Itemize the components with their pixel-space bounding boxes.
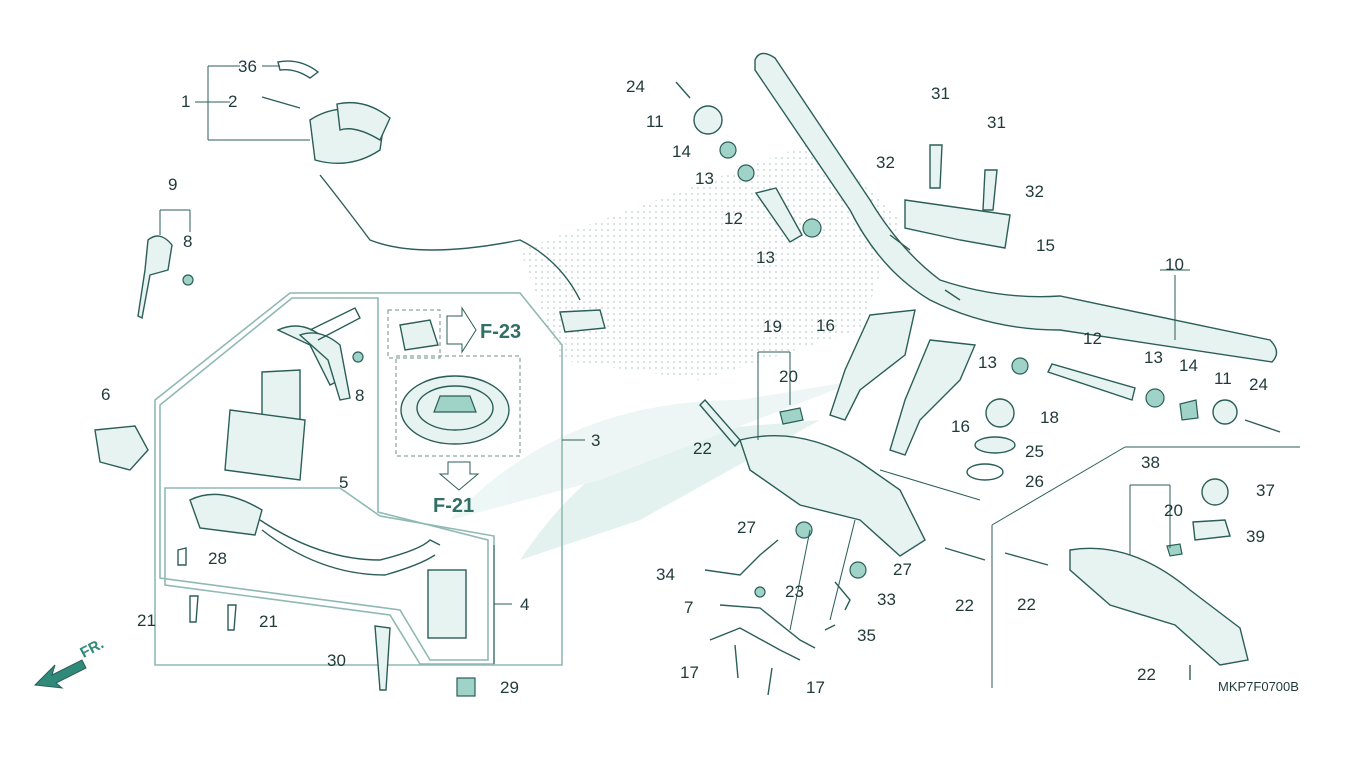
key-set [137,209,364,363]
callout-15: 15 [1036,236,1055,255]
fork-top-bridge [699,309,1016,557]
callout-14a: 14 [672,142,691,161]
callout-4: 4 [520,595,530,614]
callout-16a: 16 [816,316,835,335]
callout-16b: 16 [951,417,970,436]
callout-2: 2 [228,92,238,111]
callout-28: 28 [208,549,227,568]
callout-36: 36 [238,57,257,76]
callout-26: 26 [1025,472,1044,491]
callout-22b: 22 [955,596,974,615]
bar-end-parts [675,81,1281,433]
callout-5: 5 [339,473,349,492]
callout-21a: 21 [137,611,156,630]
callout-18: 18 [1040,408,1059,427]
handlebar [754,52,1278,363]
callout-25: 25 [1025,442,1044,461]
callout-39: 39 [1246,527,1265,546]
ref-f23[interactable]: F-23 [480,321,522,343]
lower-brackets [704,519,867,696]
callout-23: 23 [785,582,804,601]
ignition-cover [195,60,606,333]
callout-24a: 24 [626,77,645,96]
callout-27b: 27 [893,560,912,579]
callout-13a: 13 [695,169,714,188]
callout-22a: 22 [693,439,712,458]
callout-31a: 31 [931,84,950,103]
ignition-group-box [154,292,585,666]
callout-22d: 22 [1137,665,1156,684]
callout-6: 6 [101,385,111,404]
callout-13b: 13 [756,248,775,267]
ignition-switch [94,307,476,697]
callout-14b: 14 [1179,356,1198,375]
callout-12b: 12 [1083,329,1102,348]
callout-7: 7 [684,598,694,617]
figure-code: MKP7F0700B [1218,679,1299,694]
callout-35: 35 [857,626,876,645]
callout-20b: 20 [1164,501,1183,520]
callout-19: 19 [763,317,782,336]
front-arrow-icon [33,659,87,689]
callout-12a: 12 [724,209,743,228]
callout-8a: 8 [183,232,193,251]
bolts [944,547,1049,566]
callout-9: 9 [168,175,178,194]
upper-holder [904,144,1011,249]
callout-17a: 17 [680,663,699,682]
callout-3: 3 [591,431,601,450]
callout-24b: 24 [1249,375,1268,394]
callout-31b: 31 [987,113,1006,132]
callout-27a: 27 [737,518,756,537]
callout-1: 1 [181,92,191,111]
ref-f21[interactable]: F-21 [433,495,475,517]
callout-21b: 21 [259,612,278,631]
callout-13c: 13 [978,353,997,372]
callout-37: 37 [1256,481,1275,500]
callout-11a: 11 [646,112,664,131]
callout-10: 10 [1165,255,1184,274]
callout-11b: 11 [1214,369,1232,388]
callout-13d: 13 [1144,348,1163,367]
callout-33: 33 [877,590,896,609]
alt-top-bridge [991,446,1300,688]
callout-20a: 20 [779,367,798,386]
callout-38: 38 [1141,453,1160,472]
callout-8b: 8 [355,386,365,405]
callout-29: 29 [500,678,519,697]
callout-22c: 22 [1017,595,1036,614]
callout-32b: 32 [1025,182,1044,201]
callout-34: 34 [656,565,675,584]
callout-30: 30 [327,651,346,670]
callout-32a: 32 [876,153,895,172]
fuel-cap [399,319,510,445]
callout-17b: 17 [806,678,825,697]
